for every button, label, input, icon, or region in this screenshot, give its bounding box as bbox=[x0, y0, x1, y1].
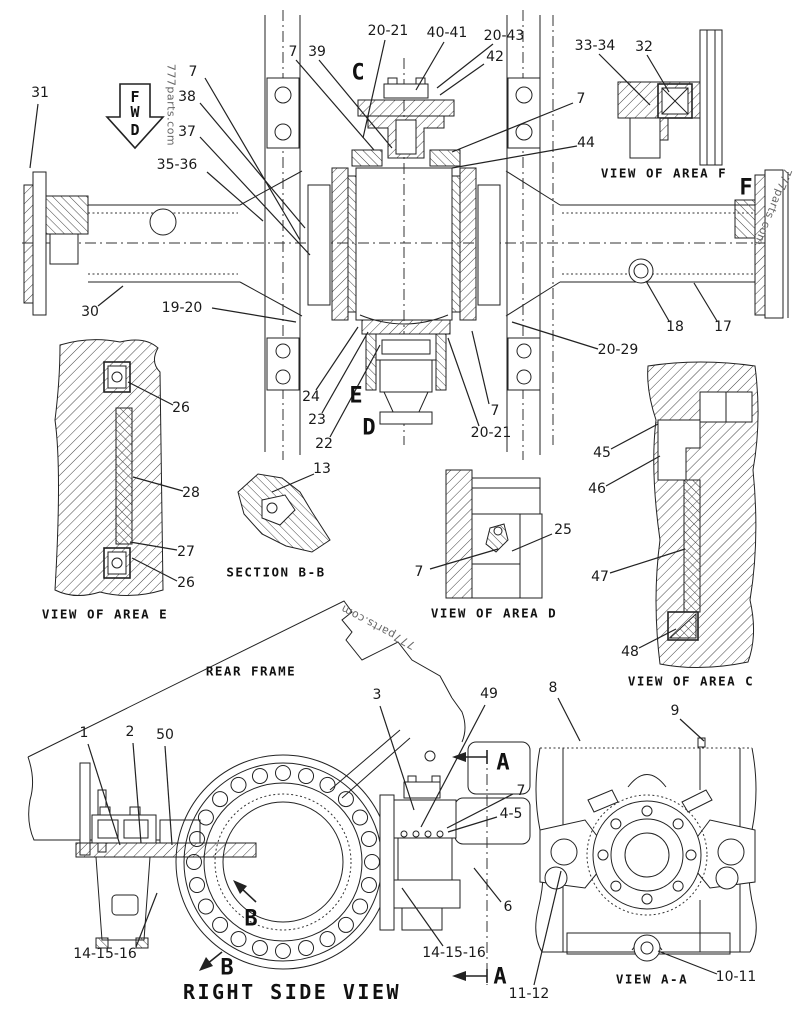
view-title-area-e: VIEW OF AREA E bbox=[41, 606, 169, 622]
callout-27: 27 bbox=[177, 544, 195, 560]
callout-2: 2 bbox=[125, 724, 135, 740]
callout-19-20: 19-20 bbox=[161, 300, 203, 316]
callout-32: 32 bbox=[635, 39, 653, 55]
section-letter-e: E bbox=[349, 383, 363, 409]
callout-33-34: 33-34 bbox=[574, 38, 616, 54]
callout-13: 13 bbox=[313, 461, 331, 477]
section-letter-d: D bbox=[362, 415, 376, 441]
callout-47: 47 bbox=[591, 569, 609, 585]
callout-22: 22 bbox=[315, 436, 333, 452]
callout-17: 17 bbox=[714, 319, 732, 335]
callout-46: 46 bbox=[588, 481, 606, 497]
callout-7-d: 7 bbox=[490, 403, 500, 419]
callout-50: 50 bbox=[156, 727, 174, 743]
fwd-letter-f: F bbox=[130, 88, 140, 106]
callout-35-36: 35-36 bbox=[156, 157, 198, 173]
fwd-arrow bbox=[105, 83, 165, 150]
view-title-right-side-view: RIGHT SIDE VIEW bbox=[182, 980, 402, 1004]
callout-8: 8 bbox=[548, 680, 558, 696]
callout-38: 38 bbox=[178, 89, 196, 105]
view-of-area-f-drawing bbox=[617, 29, 723, 166]
callout-39: 39 bbox=[308, 44, 326, 60]
callout-30: 30 bbox=[81, 304, 99, 320]
callout-31: 31 bbox=[31, 85, 49, 101]
view-title-area-f: VIEW OF AREA F bbox=[600, 165, 728, 181]
view-title-view-aa: VIEW A-A bbox=[615, 971, 689, 987]
watermark-vertical: 777parts.com bbox=[164, 63, 178, 147]
callout-20-43: 20-43 bbox=[483, 28, 525, 44]
callout-45: 45 bbox=[593, 445, 611, 461]
section-letter-c: C bbox=[351, 60, 365, 86]
callout-7-c: 7 bbox=[576, 91, 586, 107]
callout-49: 49 bbox=[480, 686, 498, 702]
callout-25: 25 bbox=[554, 522, 572, 538]
callout-14-15-16-a: 14-15-16 bbox=[73, 946, 137, 962]
callout-23: 23 bbox=[308, 412, 326, 428]
callout-20-21-a: 20-21 bbox=[367, 23, 409, 39]
callout-24: 24 bbox=[302, 389, 320, 405]
label-rear-frame: REAR FRAME bbox=[205, 663, 297, 679]
section-letter-a-bottom: A bbox=[493, 964, 507, 990]
callout-42: 42 bbox=[486, 49, 504, 65]
callout-18: 18 bbox=[666, 319, 684, 335]
callout-44: 44 bbox=[577, 135, 595, 151]
callout-20-21-b: 20-21 bbox=[470, 425, 512, 441]
callout-6: 6 bbox=[503, 899, 513, 915]
callout-48: 48 bbox=[621, 644, 639, 660]
view-title-area-c: VIEW OF AREA C bbox=[627, 673, 755, 689]
callout-26-b: 26 bbox=[177, 575, 195, 591]
view-title-area-d: VIEW OF AREA D bbox=[430, 605, 558, 621]
callout-26-a: 26 bbox=[172, 400, 190, 416]
callout-10-11: 10-11 bbox=[715, 969, 757, 985]
section-letter-b-bottom: B bbox=[220, 955, 234, 981]
main-cross-section-view bbox=[22, 10, 789, 460]
right-side-view-drawing bbox=[75, 729, 488, 985]
section-b-b-drawing bbox=[237, 473, 331, 553]
section-letter-f: F bbox=[739, 175, 753, 201]
callout-7-e: 7 bbox=[414, 564, 424, 580]
fwd-letter-d: D bbox=[130, 121, 140, 139]
callout-3: 3 bbox=[372, 687, 382, 703]
callout-1: 1 bbox=[79, 725, 89, 741]
callout-28: 28 bbox=[182, 485, 200, 501]
fwd-letter-w: W bbox=[130, 103, 140, 121]
callout-40-41: 40-41 bbox=[426, 25, 468, 41]
callout-7-a: 7 bbox=[188, 64, 198, 80]
view-title-section-bb: SECTION B-B bbox=[226, 564, 326, 580]
callout-7-b: 7 bbox=[288, 44, 298, 60]
section-letter-b-top: B bbox=[244, 906, 258, 932]
callout-37: 37 bbox=[178, 124, 196, 140]
view-of-area-c-drawing bbox=[647, 361, 759, 669]
callout-leader-lines bbox=[29, 39, 718, 986]
callout-14-15-16-b: 14-15-16 bbox=[422, 945, 486, 961]
view-of-area-e-drawing bbox=[54, 339, 164, 597]
callout-4-5: 4-5 bbox=[499, 806, 523, 822]
view-a-a-drawing bbox=[535, 737, 757, 962]
callout-9: 9 bbox=[670, 703, 680, 719]
view-of-area-d-drawing bbox=[445, 469, 543, 599]
callout-20-29: 20-29 bbox=[597, 342, 639, 358]
section-letter-a-top: A bbox=[496, 750, 510, 776]
callout-7-f: 7 bbox=[516, 783, 526, 799]
callout-11-12: 11-12 bbox=[508, 986, 550, 1002]
